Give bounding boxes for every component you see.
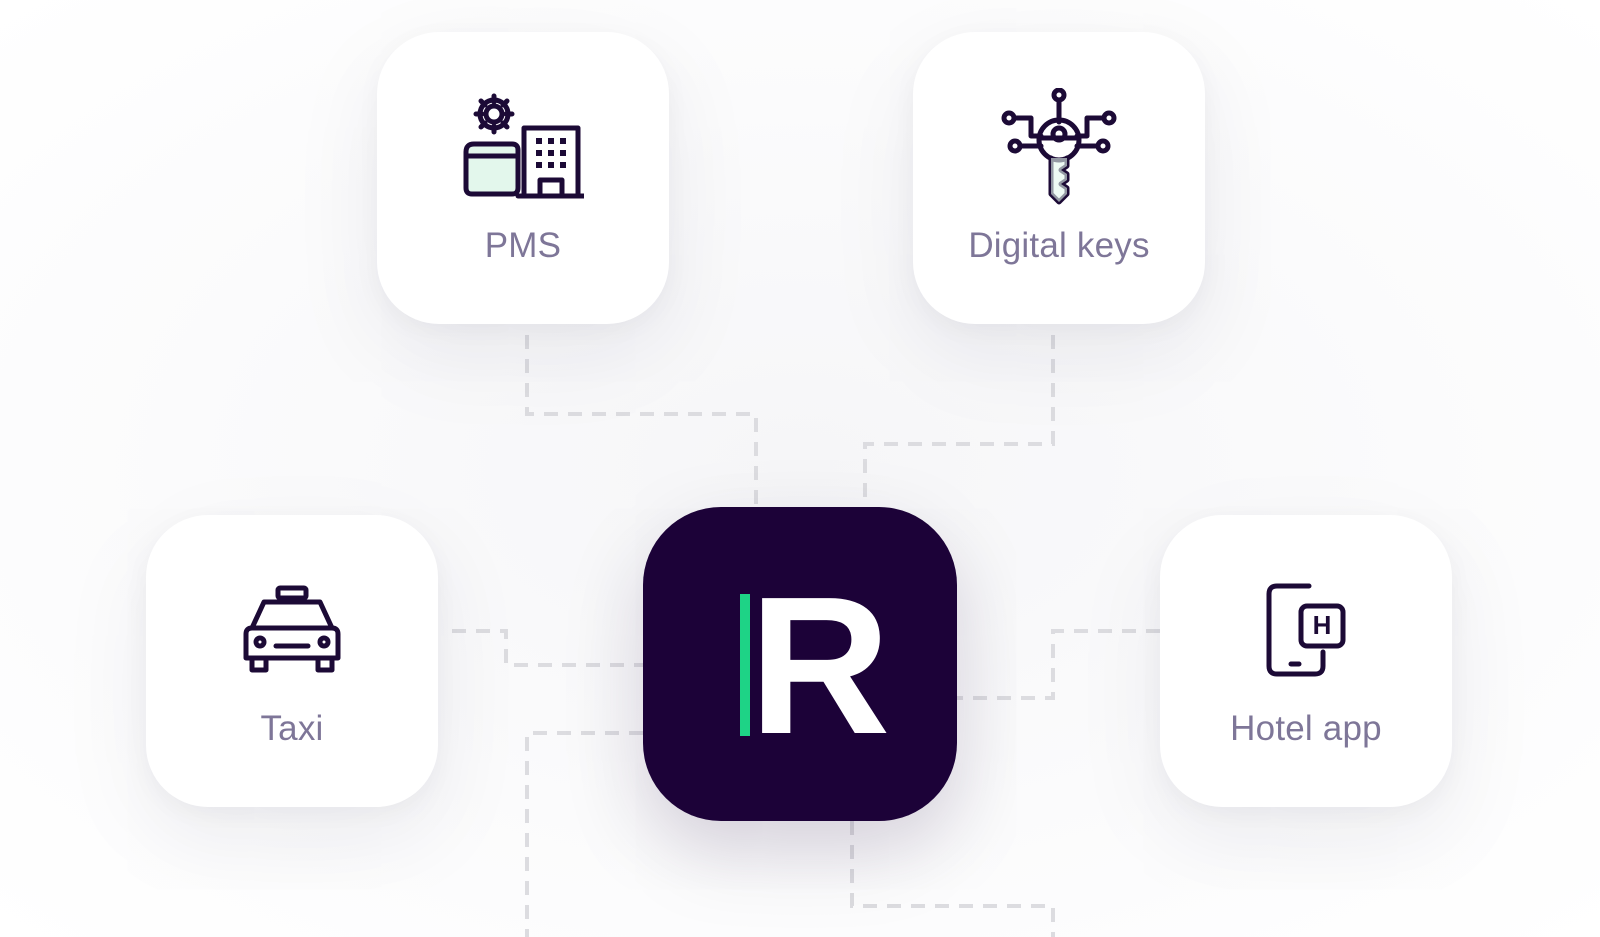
- integration-label-digital-keys: Digital keys: [968, 226, 1150, 265]
- integration-label-pms: PMS: [484, 226, 562, 265]
- connector-bottom-left: [525, 731, 643, 937]
- brand-logo-icon: R: [643, 507, 957, 821]
- integration-card-taxi[interactable]: Taxi: [146, 515, 438, 807]
- connector-hotel-app: [957, 629, 1160, 700]
- integration-label-taxi: Taxi: [260, 709, 324, 748]
- mobile-phone-hotel-icon: H: [1241, 565, 1371, 695]
- hotel-building-gear-icon: [458, 82, 588, 212]
- connector-digital-keys: [863, 335, 1055, 507]
- taxi-car-icon: [227, 565, 357, 695]
- connector-bottom-right: [850, 821, 1055, 937]
- digital-key-circuit-icon: [994, 82, 1124, 212]
- connector-pms: [525, 335, 758, 507]
- integration-label-hotel-app: Hotel app: [1230, 709, 1382, 748]
- integration-card-hotel-app[interactable]: H Hotel app: [1160, 515, 1452, 807]
- integration-card-pms[interactable]: PMS: [377, 32, 669, 324]
- connector-taxi: [452, 629, 643, 667]
- logo-accent-bar: [740, 594, 750, 736]
- svg-text:H: H: [1313, 610, 1332, 640]
- integration-card-digital-keys[interactable]: Digital keys: [913, 32, 1205, 324]
- logo-letter: R: [749, 556, 891, 775]
